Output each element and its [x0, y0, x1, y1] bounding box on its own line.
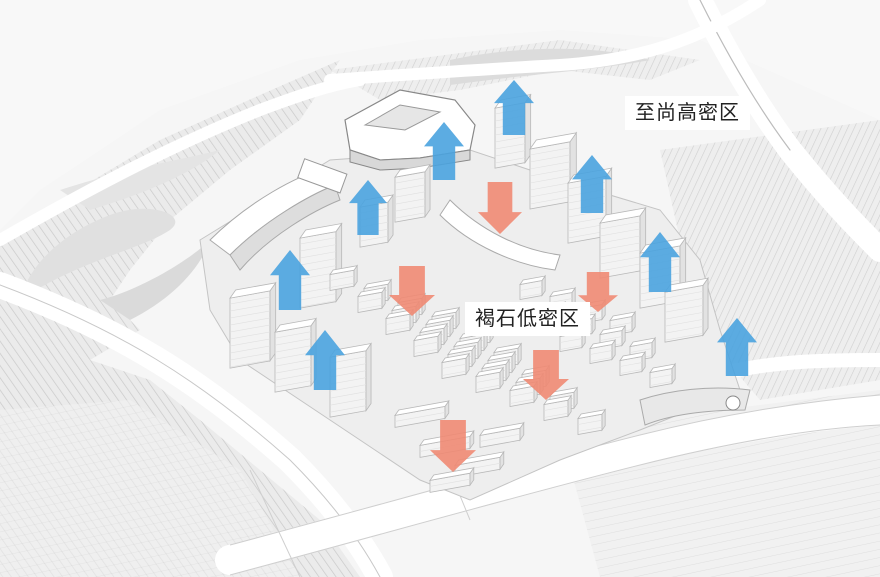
height-increase-icon	[640, 232, 680, 292]
commercial-roof	[363, 104, 442, 131]
height-decrease-icon	[523, 350, 569, 400]
central-plaza-curve	[439, 199, 561, 271]
tower-11	[274, 317, 317, 393]
podium-block	[297, 158, 348, 194]
lowrise-block	[329, 264, 359, 291]
lowrise-block	[509, 380, 539, 407]
sky-area	[0, 0, 880, 230]
tower-9	[299, 222, 343, 309]
tower-2	[529, 131, 578, 210]
lowrise-block	[589, 338, 617, 364]
height-increase-icon	[424, 122, 464, 180]
terrain-blob	[20, 208, 176, 300]
height-increase-icon	[349, 180, 387, 235]
tower-7	[394, 163, 431, 223]
lowrise-block	[475, 366, 505, 393]
tower-10	[229, 281, 277, 369]
lowrise-block	[441, 352, 471, 379]
tower-12	[329, 342, 372, 418]
high-density-zone-label: 至尚高密区	[625, 96, 750, 130]
field-lower-left	[0, 400, 300, 577]
terrain-blob-3	[60, 150, 220, 210]
arrow-group	[270, 80, 757, 472]
lowrise-block	[619, 350, 647, 376]
lowrise-block	[649, 362, 677, 388]
lowrise-block	[413, 330, 443, 357]
height-increase-icon	[494, 80, 534, 135]
height-decrease-icon	[478, 182, 522, 234]
tower-6	[664, 276, 709, 343]
height-decrease-icon	[389, 266, 435, 316]
roundabout	[725, 395, 741, 411]
height-decrease-icon	[430, 420, 476, 472]
podium-curve-side	[229, 184, 341, 271]
lowrise-block	[519, 274, 547, 300]
terrain-left-upper	[0, 60, 340, 360]
height-increase-icon	[572, 155, 612, 213]
terrain-blob-2	[100, 240, 210, 320]
lowrise-block	[385, 308, 415, 335]
height-increase-icon	[717, 318, 757, 376]
low-density-zone-label: 褐石低密区	[465, 302, 590, 336]
lowrise-block	[394, 399, 450, 428]
lowrise-block	[357, 286, 387, 313]
height-increase-icon	[305, 330, 345, 390]
lowrise-block	[577, 408, 607, 435]
east-plaza	[639, 387, 751, 426]
lowrise-block	[429, 466, 475, 493]
tower-4	[599, 206, 647, 279]
height-increase-icon	[270, 250, 310, 310]
lowrise-block	[543, 394, 573, 421]
lowrise-block	[479, 421, 525, 448]
